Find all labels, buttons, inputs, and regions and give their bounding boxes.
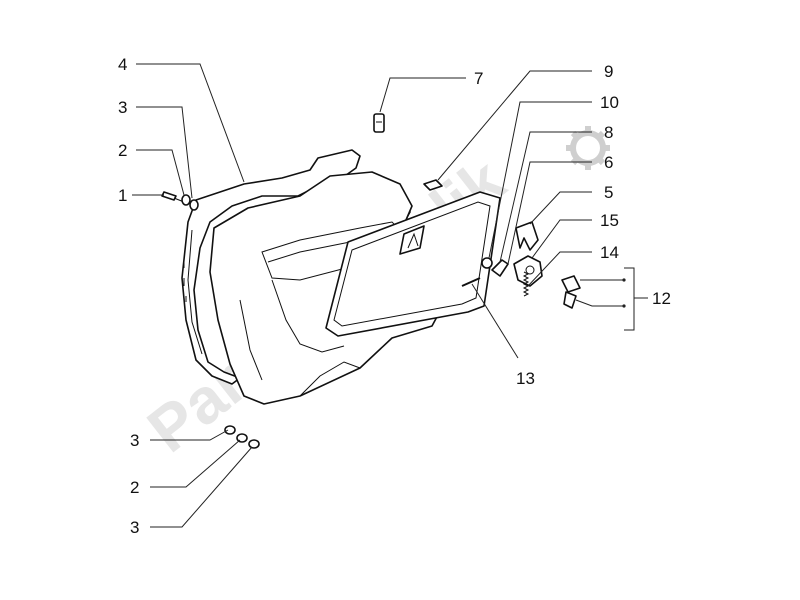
part-12-key-cylinder <box>561 275 581 309</box>
callout-3-upper: 3 <box>118 98 127 117</box>
callout-3-lower-a: 3 <box>130 431 139 450</box>
callout-2-upper: 2 <box>118 141 127 160</box>
callout-2-lower: 2 <box>130 478 139 497</box>
callout-9: 9 <box>604 62 613 81</box>
part-3-nut-lower-a <box>224 425 236 435</box>
glovebox-door <box>325 191 501 337</box>
part-8-lever <box>491 259 509 277</box>
callout-10: 10 <box>600 93 619 112</box>
callout-6: 6 <box>604 153 613 172</box>
part-2-washer-upper <box>181 194 191 206</box>
part-1-screw <box>161 191 185 203</box>
callout-8: 8 <box>604 123 613 142</box>
part-10-washer <box>481 257 493 269</box>
part-9-catch <box>423 179 443 191</box>
part-3-nut-lower-b <box>248 439 260 449</box>
leader-lines <box>132 63 648 528</box>
callout-4: 4 <box>118 55 127 74</box>
part-5-bracket <box>515 221 539 251</box>
callout-15: 15 <box>600 211 619 230</box>
callout-7: 7 <box>474 69 483 88</box>
callout-12: 12 <box>652 289 671 308</box>
callout-1: 1 <box>118 186 127 205</box>
part-3-nut-upper <box>189 199 199 211</box>
callout-3-lower-b: 3 <box>130 518 139 537</box>
callout-14: 14 <box>600 243 619 262</box>
callout-13: 13 <box>516 369 535 388</box>
part-14-spring <box>522 271 530 297</box>
callout-5: 5 <box>604 183 613 202</box>
part-13-pin <box>461 277 481 287</box>
part-7-clip <box>373 113 385 133</box>
door-label-plate <box>399 225 425 255</box>
callout-labels: 4 3 2 1 7 9 10 8 6 5 15 14 12 13 3 2 3 <box>118 55 671 537</box>
